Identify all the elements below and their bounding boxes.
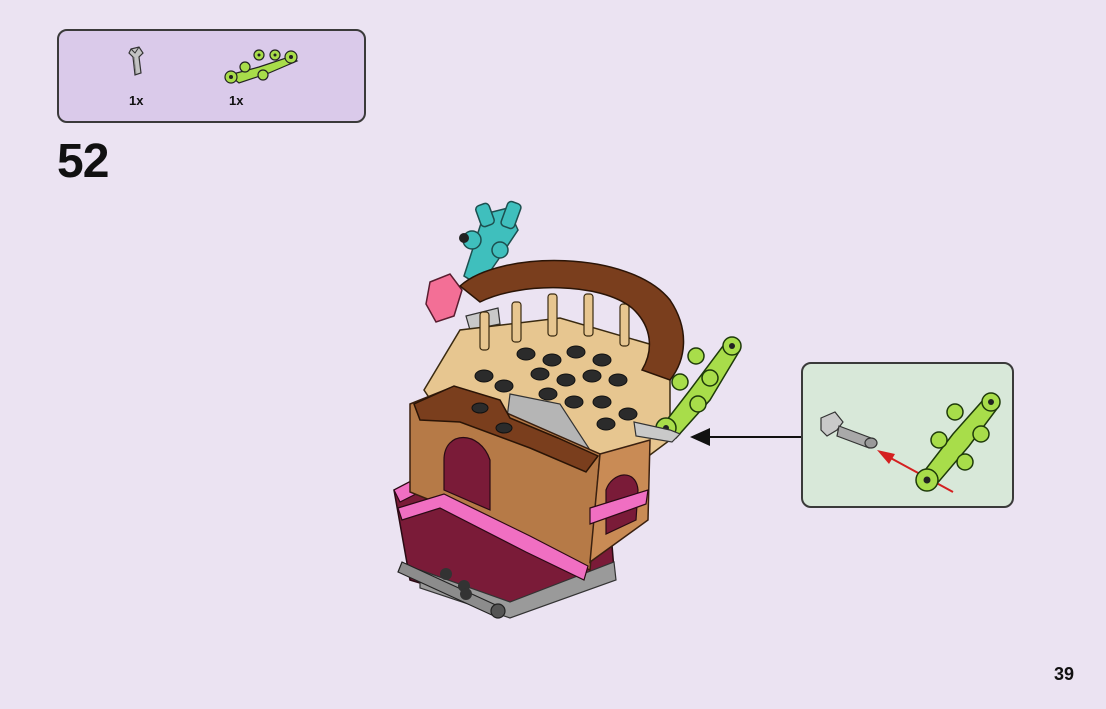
- parts-list-item-clip-bar: 1x: [117, 31, 207, 121]
- sub-assembly-callout: [801, 362, 1014, 508]
- part-quantity: 1x: [129, 93, 144, 108]
- page-number: 39: [1054, 664, 1075, 684]
- parts-list-item-plant-leaves: 1x: [219, 31, 309, 121]
- part-quantity: 1x: [229, 93, 244, 108]
- sub-assembly-illustration: [820, 392, 1001, 493]
- lime-plant-leaves-icon: [224, 49, 299, 84]
- lime-plant-leaves-icon: [915, 392, 1001, 492]
- grey-clip-bar-icon: [820, 411, 878, 449]
- pink-flower-piece: [425, 273, 463, 323]
- parts-list-box: 1x 1x: [57, 29, 366, 123]
- model-illustration: [393, 200, 742, 619]
- step-number: 52: [57, 135, 109, 188]
- assembly-arrow: [690, 428, 801, 446]
- brown-railing: [458, 259, 685, 381]
- grey-clip-bar-icon: [128, 46, 144, 76]
